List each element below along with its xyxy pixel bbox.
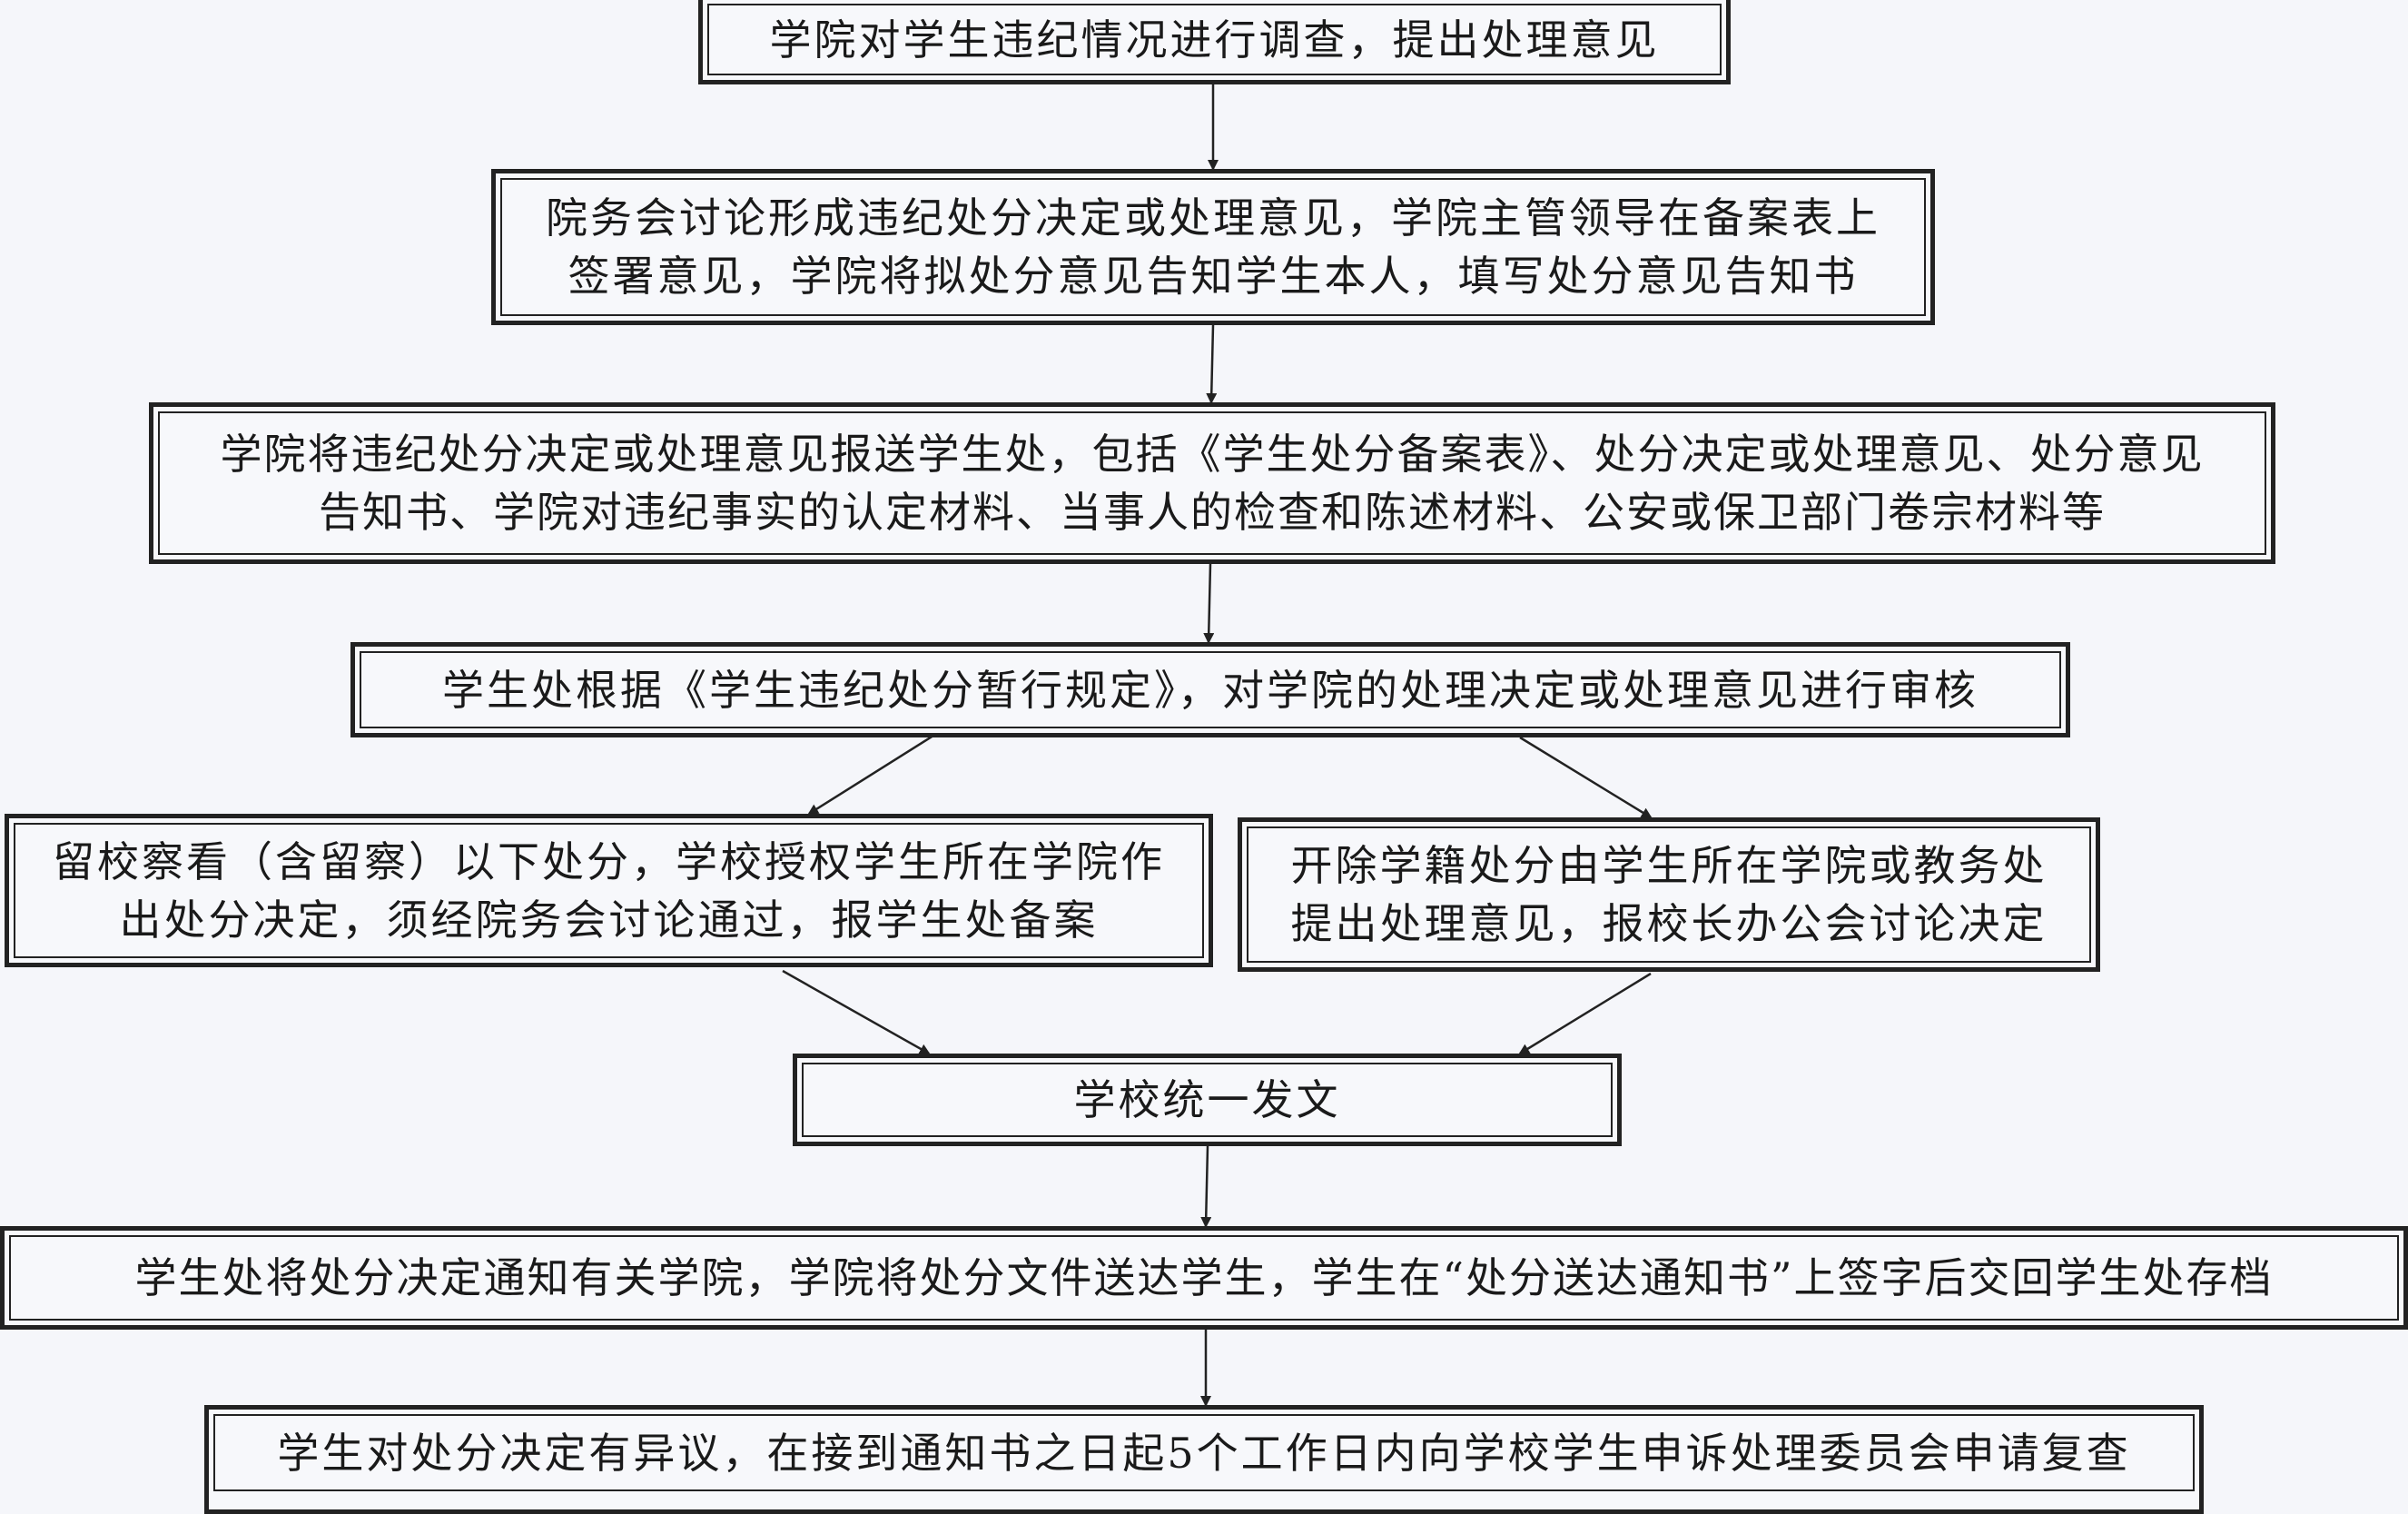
step-investigate: 学院对学生违纪情况进行调查，提出处理意见 [698,0,1731,84]
step-text: 出处分决定，须经院务会讨论通过，报学生处备案 [119,895,1099,945]
arrow-7-8 [1200,1145,1212,1228]
step-text: 学生处根据《学生违纪处分暂行规定》，对学院的处理决定或处理意见进行审核 [442,665,1979,715]
arrow-4-5 [807,734,934,816]
step-probation-branch: 留校察看（含留察）以下处分，学校授权学生所在学院作 出处分决定，须经院务会讨论通… [5,814,1213,967]
step-expulsion-branch: 开除学籍处分由学生所在学院或教务处 提出处理意见，报校长办公会讨论决定 [1238,817,2100,972]
step-text: 学院将违纪处分决定或处理意见报送学生处，包括《学生处分备案表》、处分决定或处理意… [220,430,2205,479]
step-appeal: 学生对处分决定有异议，在接到通知书之日起5个工作日内向学校学生申诉处理委员会申请… [204,1405,2204,1514]
step-submit-materials: 学院将违纪处分决定或处理意见报送学生处，包括《学生处分备案表》、处分决定或处理意… [149,402,2275,564]
step-college-meeting: 院务会讨论形成违纪处分决定或处理意见，学院主管领导在备案表上 签署意见，学院将拟… [491,169,1935,325]
step-text: 学校统一发文 [1073,1075,1341,1124]
arrow-4-6 [1519,736,1653,819]
step-issue-document: 学校统一发文 [793,1054,1622,1146]
arrow-6-7 [1518,972,1652,1055]
step-text: 学院对学生违纪情况进行调查，提出处理意见 [769,15,1660,64]
step-text: 学生处将处分决定通知有关学院，学院将处分文件送达学生，学生在“处分送达通知书”上… [134,1253,2274,1302]
step-text: 签署意见，学院将拟处分意见告知学生本人，填写处分意见告知书 [567,252,1859,301]
step-notify-archive: 学生处将处分决定通知有关学院，学院将处分文件送达学生，学生在“处分送达通知书”上… [0,1226,2408,1330]
step-review: 学生处根据《学生违纪处分暂行规定》，对学院的处理决定或处理意见进行审核 [350,642,2070,737]
step-text: 学生对处分决定有异议，在接到通知书之日起5个工作日内向学校学生申诉处理委员会申请… [277,1428,2131,1478]
step-text: 留校察看（含留察）以下处分，学校授权学生所在学院作 [53,836,1165,886]
arrow-3-4 [1203,563,1215,644]
step-text: 院务会讨论形成违纪处分决定或处理意见，学院主管领导在备案表上 [546,193,1880,242]
arrow-2-3 [1206,324,1218,404]
step-text: 提出处理意见，报校长办公会讨论决定 [1290,899,2048,948]
arrow-5-7 [782,969,931,1055]
step-text: 开除学籍处分由学生所在学院或教务处 [1290,841,2048,890]
step-text: 告知书、学院对违纪事实的认定材料、当事人的检查和陈述材料、公安或保卫部门卷宗材料… [319,488,2106,537]
